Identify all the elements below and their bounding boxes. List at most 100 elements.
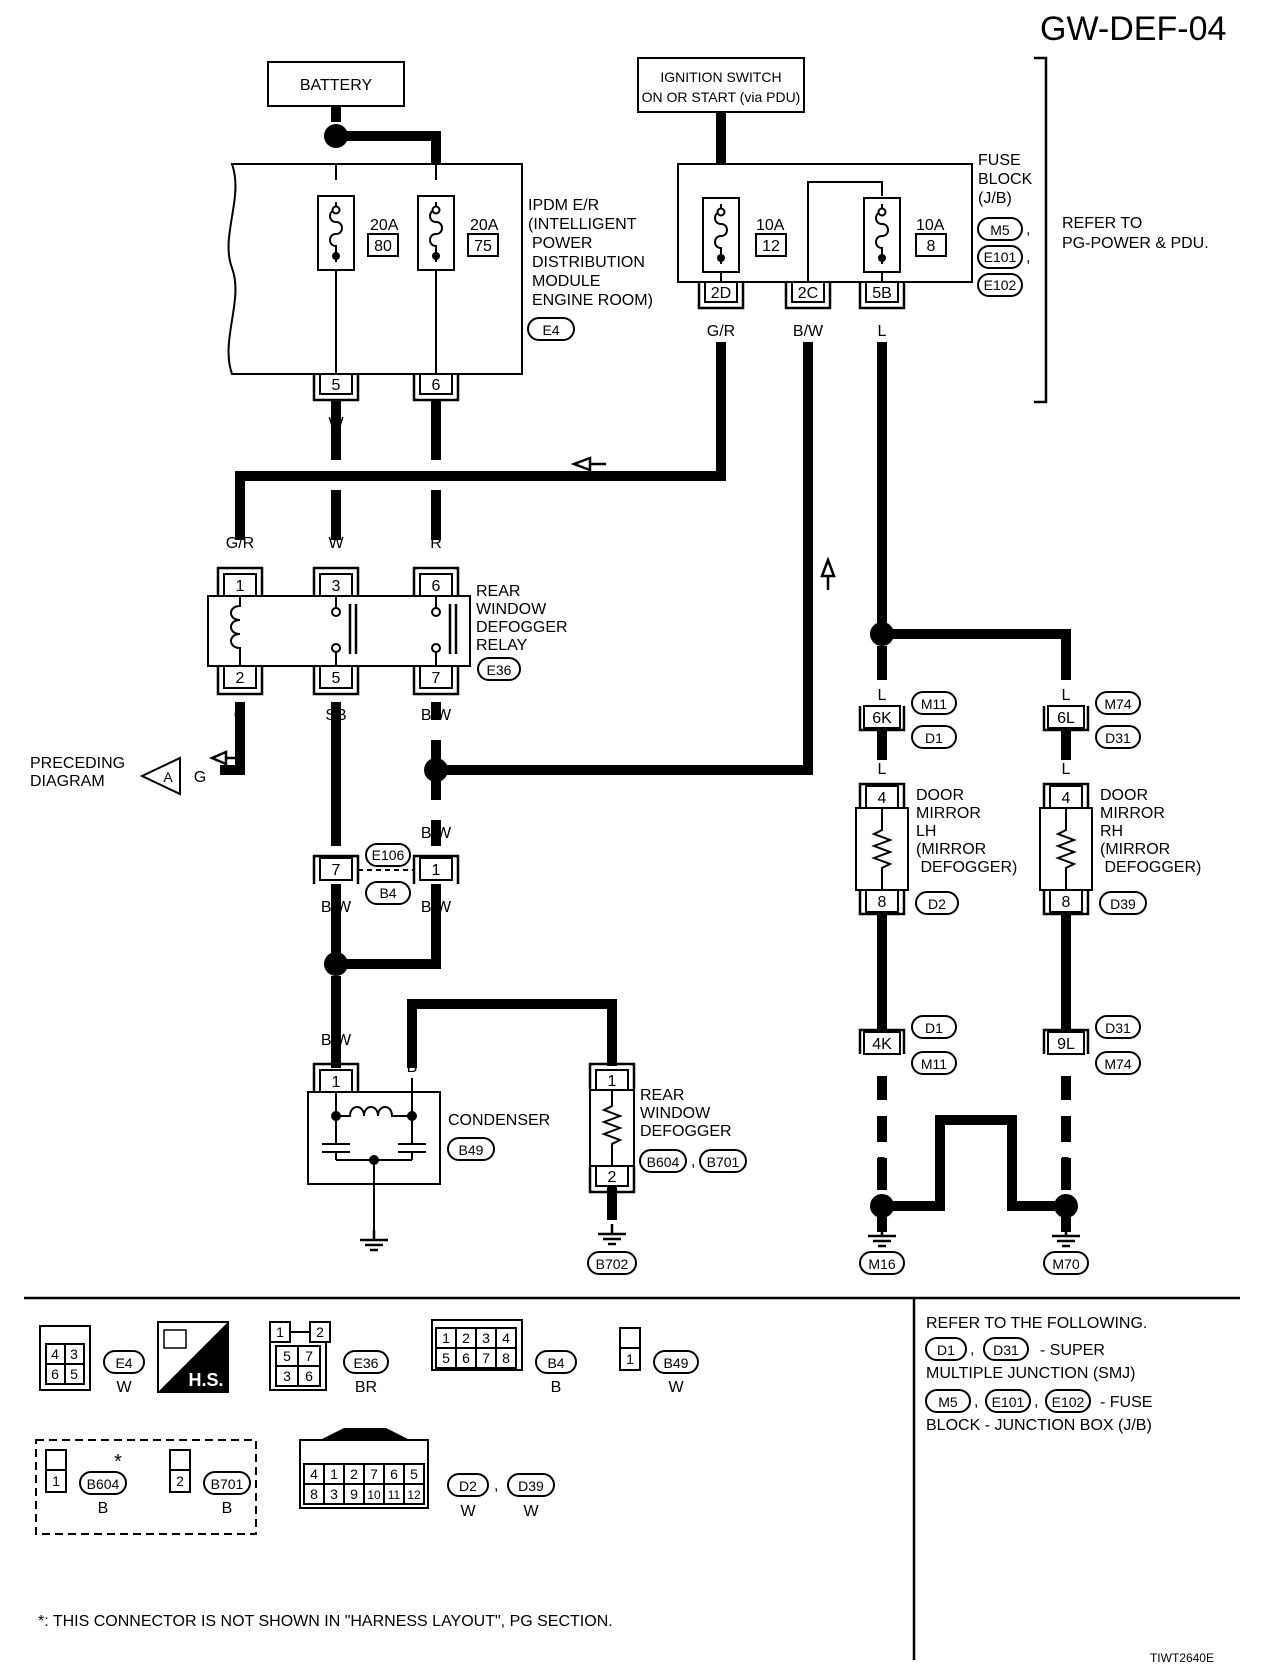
legend-d2-d39: 4 1 2 7 6 5 8 3 9 10 11 12 D2 , D39 W W — [299, 1428, 555, 1520]
svg-text:B4: B4 — [547, 1355, 564, 1371]
svg-text:1: 1 — [52, 1473, 60, 1489]
fuse-block-terminal-5b: 5B — [858, 281, 906, 310]
svg-text:W: W — [116, 1379, 132, 1396]
condenser-ground — [358, 1228, 390, 1252]
mirror-lh-label-3: LH — [916, 823, 936, 840]
refer-bracket — [1034, 56, 1048, 404]
smj-4k-conn2: M11 — [921, 1056, 947, 1072]
defogger-label-1: REAR — [640, 1087, 684, 1104]
svg-text:D1: D1 — [937, 1342, 955, 1358]
legend-refer: REFER TO THE FOLLOWING. D1 , D31 - SUPER… — [925, 1315, 1152, 1434]
svg-text:4K: 4K — [872, 1036, 892, 1053]
relay-switch-1 — [331, 596, 358, 666]
legend-b604: 1 * B604 B — [45, 1449, 127, 1517]
svg-text:,: , — [691, 1153, 695, 1170]
svg-text:,: , — [494, 1477, 498, 1494]
svg-text:7: 7 — [370, 1466, 378, 1482]
fuse-block-conn-2: E101 — [984, 249, 1017, 265]
wire-l-rh-2: L — [1062, 761, 1071, 778]
svg-text:2: 2 — [236, 670, 245, 687]
wire-l-fuse: L — [878, 323, 887, 340]
svg-text:,: , — [970, 1341, 974, 1358]
arrow-left — [570, 456, 606, 472]
relay-switch-2 — [431, 596, 458, 666]
smj-4k-conn1: D1 — [925, 1020, 943, 1036]
fuse-block-conn-3: E102 — [984, 277, 1017, 293]
svg-text:5B: 5B — [872, 285, 892, 302]
defogger-label-2: WINDOW — [640, 1105, 711, 1122]
svg-text:1: 1 — [276, 1324, 284, 1340]
svg-text:6: 6 — [305, 1368, 313, 1384]
wire-b-lh-1: B — [877, 927, 888, 944]
svg-text:3: 3 — [332, 578, 341, 595]
splice-m16 — [870, 1194, 894, 1218]
ipdm-box — [227, 163, 523, 375]
svg-text:7: 7 — [332, 862, 341, 879]
svg-text:*: * — [114, 1451, 122, 1473]
wire-g-preceding: G — [194, 769, 206, 786]
svg-text:8: 8 — [1062, 894, 1071, 911]
ground-m16 — [866, 1224, 898, 1248]
mirror-lh-label-2: MIRROR — [916, 805, 981, 822]
svg-text:,: , — [974, 1393, 978, 1410]
svg-text:W: W — [523, 1503, 539, 1520]
wire-bw-relay: B/W — [421, 707, 452, 724]
wire-b-rh-2: B — [1061, 1079, 1072, 1096]
splice-battery — [324, 124, 348, 148]
wire-b-condenser: B — [407, 1059, 418, 1076]
preceding-arrow — [139, 756, 181, 796]
defogger-ground-conn: B702 — [596, 1256, 629, 1272]
svg-text:E4: E4 — [115, 1355, 132, 1371]
svg-text:6: 6 — [432, 377, 441, 394]
svg-text:4: 4 — [1062, 790, 1071, 807]
svg-text:1: 1 — [626, 1351, 634, 1367]
svg-text:11: 11 — [388, 1488, 401, 1502]
svg-text:,: , — [1034, 1393, 1038, 1410]
relay-connector: E36 — [487, 662, 512, 678]
mirror-lh-label-1: DOOR — [916, 787, 964, 804]
wire-b-lh-3: B — [877, 1155, 888, 1172]
svg-text:7: 7 — [305, 1348, 313, 1364]
svg-text:3: 3 — [330, 1486, 338, 1502]
svg-text:1: 1 — [236, 578, 245, 595]
wire-b-bridge-r: B — [1007, 1155, 1018, 1172]
condenser-connector: 1 — [312, 1062, 360, 1093]
svg-text:- FUSE: - FUSE — [1100, 1394, 1152, 1411]
svg-text:,: , — [1026, 221, 1030, 238]
svg-text:6: 6 — [51, 1366, 59, 1382]
wire-bw-junction-l: B/W — [321, 899, 352, 916]
fuse8-amps: 10A — [916, 217, 945, 234]
smj-6l-conn2: D31 — [1105, 730, 1131, 746]
ipdm-fuse1-num: 80 — [374, 238, 392, 255]
svg-text:5: 5 — [332, 377, 341, 394]
svg-text:B: B — [98, 1500, 109, 1517]
fuse12-amps: 10A — [756, 217, 785, 234]
svg-text:4: 4 — [878, 790, 887, 807]
relay-label-4: RELAY — [476, 637, 528, 654]
footnote: *: THIS CONNECTOR IS NOT SHOWN IN "HARNE… — [38, 1613, 613, 1630]
svg-text:5: 5 — [332, 670, 341, 687]
svg-text:3: 3 — [70, 1346, 78, 1362]
legend-b4: 1 2 3 4 5 6 7 8 B4 B — [431, 1319, 577, 1396]
relay-label-2: WINDOW — [476, 601, 547, 618]
svg-text:BLOCK - JUNCTION BOX (J/B): BLOCK - JUNCTION BOX (J/B) — [926, 1417, 1152, 1434]
ipdm-connector: E4 — [542, 322, 559, 338]
legend-dashed-box — [35, 1439, 257, 1535]
defogger-label-3: DEFOGGER — [640, 1123, 732, 1140]
ipdm-terminal-5: 5 — [312, 373, 360, 402]
svg-text:2: 2 — [608, 1169, 617, 1186]
ipdm-fuse-75 — [417, 195, 455, 271]
svg-text:5: 5 — [283, 1348, 291, 1364]
smj-4k: 4K — [858, 1028, 906, 1055]
legend-b49: 1 B49 W — [619, 1327, 699, 1396]
svg-text:BR: BR — [355, 1379, 377, 1396]
svg-text:2D: 2D — [711, 285, 731, 302]
junction-conn-e106: E106 — [372, 847, 405, 863]
wire-gr-fuse: G/R — [707, 323, 735, 340]
legend-e4: 4 3 6 5 E4 W — [39, 1325, 145, 1396]
svg-text:W: W — [668, 1379, 684, 1396]
svg-text:B: B — [551, 1379, 562, 1396]
mirror-rh-conn: D39 — [1110, 896, 1136, 912]
mirror-rh-label-3: RH — [1100, 823, 1123, 840]
svg-text:4: 4 — [502, 1330, 510, 1346]
